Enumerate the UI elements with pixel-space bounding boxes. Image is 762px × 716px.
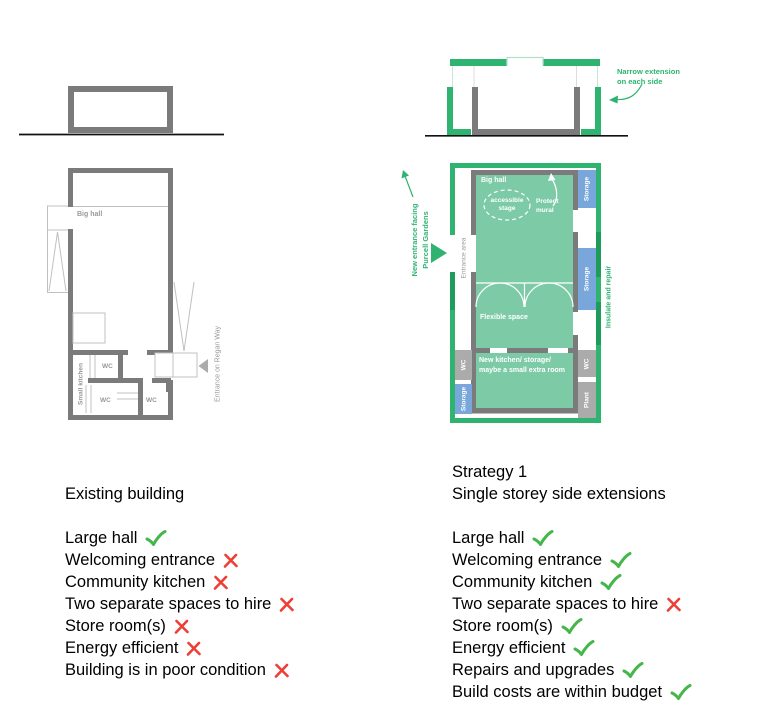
wc-label: WC — [460, 359, 467, 371]
checklist-row: Two separate spaces to hire — [452, 593, 692, 615]
checklist-item-label: Energy efficient — [65, 638, 179, 657]
checklist-row: Building is in poor condition — [65, 659, 295, 681]
checklist-item-label: Store room(s) — [452, 616, 553, 635]
checklist-item-label: Building is in poor condition — [65, 660, 266, 679]
existing-entrance-note: Entrance on Regan Way — [214, 325, 222, 403]
existing-small-kitchen-label: Small kitchen — [77, 363, 85, 405]
existing-floor-plan — [47, 168, 208, 420]
checklist-item-label: Welcoming entrance — [452, 550, 603, 569]
new-entrance-leader-arrow-icon — [401, 170, 414, 198]
check-icon — [145, 529, 167, 547]
regan-way-entrance-arrow-icon — [198, 359, 208, 373]
checklist-row: Community kitchen — [452, 571, 692, 593]
checklist-row: Large hall — [65, 527, 295, 549]
accessible-stage-label: accessible stage — [490, 197, 524, 212]
cross-icon — [213, 575, 229, 590]
cross-icon — [666, 597, 682, 612]
check-icon — [670, 683, 692, 701]
check-icon — [622, 661, 644, 679]
checklist-row: Two separate spaces to hire — [65, 593, 295, 615]
existing-wc-label: WC — [102, 363, 113, 370]
narrow-extension-annotation: Narrow extension on each side — [617, 67, 680, 86]
existing-heading: Existing building — [65, 485, 185, 503]
flexible-space-label: Flexible space — [480, 314, 528, 321]
strategy-heading-line1: Strategy 1 — [452, 463, 528, 481]
wc-label: WC — [583, 358, 591, 369]
narrow-extension-arrow-icon — [609, 83, 643, 104]
checklist-item-label: Community kitchen — [65, 572, 206, 591]
insulate-annotation: Insulate and repair — [605, 265, 613, 329]
plant-label: Plant — [583, 392, 591, 408]
cross-icon — [223, 553, 239, 568]
entrance-area-label: Entrance area — [460, 237, 468, 279]
check-icon — [600, 573, 622, 591]
check-icon — [610, 551, 632, 569]
checklist-item-label: Energy efficient — [452, 638, 566, 657]
strategy-floor-plan — [401, 163, 601, 423]
accessible-stage-outline — [483, 189, 531, 221]
protect-mural-label: Protect mural — [536, 198, 559, 214]
checklist-item-label: Large hall — [452, 528, 525, 547]
storage-label: Storage — [460, 386, 467, 412]
cross-icon — [174, 619, 190, 634]
strategy-heading-line2: Single storey side extensions — [452, 485, 666, 503]
storage-label: Storage — [583, 266, 591, 292]
checklist-row: Welcoming entrance — [452, 549, 692, 571]
checklist-item-label: Repairs and upgrades — [452, 660, 615, 679]
checklist-row: Store room(s) — [65, 615, 295, 637]
checklist-row: Community kitchen — [65, 571, 295, 593]
cross-icon — [186, 641, 202, 656]
storage-label: Storage — [583, 176, 591, 202]
cross-icon — [279, 597, 295, 612]
new-entrance-annotation: New entrance facing Purcell Gardens — [410, 203, 430, 277]
cross-icon — [274, 663, 290, 678]
strategy-big-hall-label: Big hall — [481, 177, 507, 184]
checklist-row: Build costs are within budget — [452, 681, 692, 703]
existing-big-hall-label: Big hall — [77, 211, 103, 218]
check-icon — [561, 617, 583, 635]
checklist-row: Energy efficient — [65, 637, 295, 659]
existing-wc-label: WC — [146, 397, 157, 404]
new-entrance-arrow-icon — [431, 243, 447, 263]
check-icon — [573, 639, 595, 657]
checklist-item-label: Community kitchen — [452, 572, 593, 591]
checklist-row: Welcoming entrance — [65, 549, 295, 571]
checklist-row: Energy efficient — [452, 637, 692, 659]
existing-elevation — [19, 86, 224, 136]
checklist-item-label: Two separate spaces to hire — [452, 594, 659, 613]
existing-wc-label: WC — [100, 397, 111, 404]
checklist-item-label: Two separate spaces to hire — [65, 594, 272, 613]
checklist-item-label: Store room(s) — [65, 616, 166, 635]
checklist-item-label: Large hall — [65, 528, 138, 547]
protect-mural-arrow-icon — [548, 173, 558, 207]
checklist-row: Large hall — [452, 527, 692, 549]
strategy-elevation — [425, 56, 643, 137]
checklist-item-label: Welcoming entrance — [65, 550, 216, 569]
check-icon — [532, 529, 554, 547]
checklist-item-label: Build costs are within budget — [452, 682, 663, 701]
new-kitchen-label: New kitchen/ storage/ maybe a small extr… — [479, 357, 565, 374]
checklist-row: Repairs and upgrades — [452, 659, 692, 681]
checklist-row: Store room(s) — [452, 615, 692, 637]
